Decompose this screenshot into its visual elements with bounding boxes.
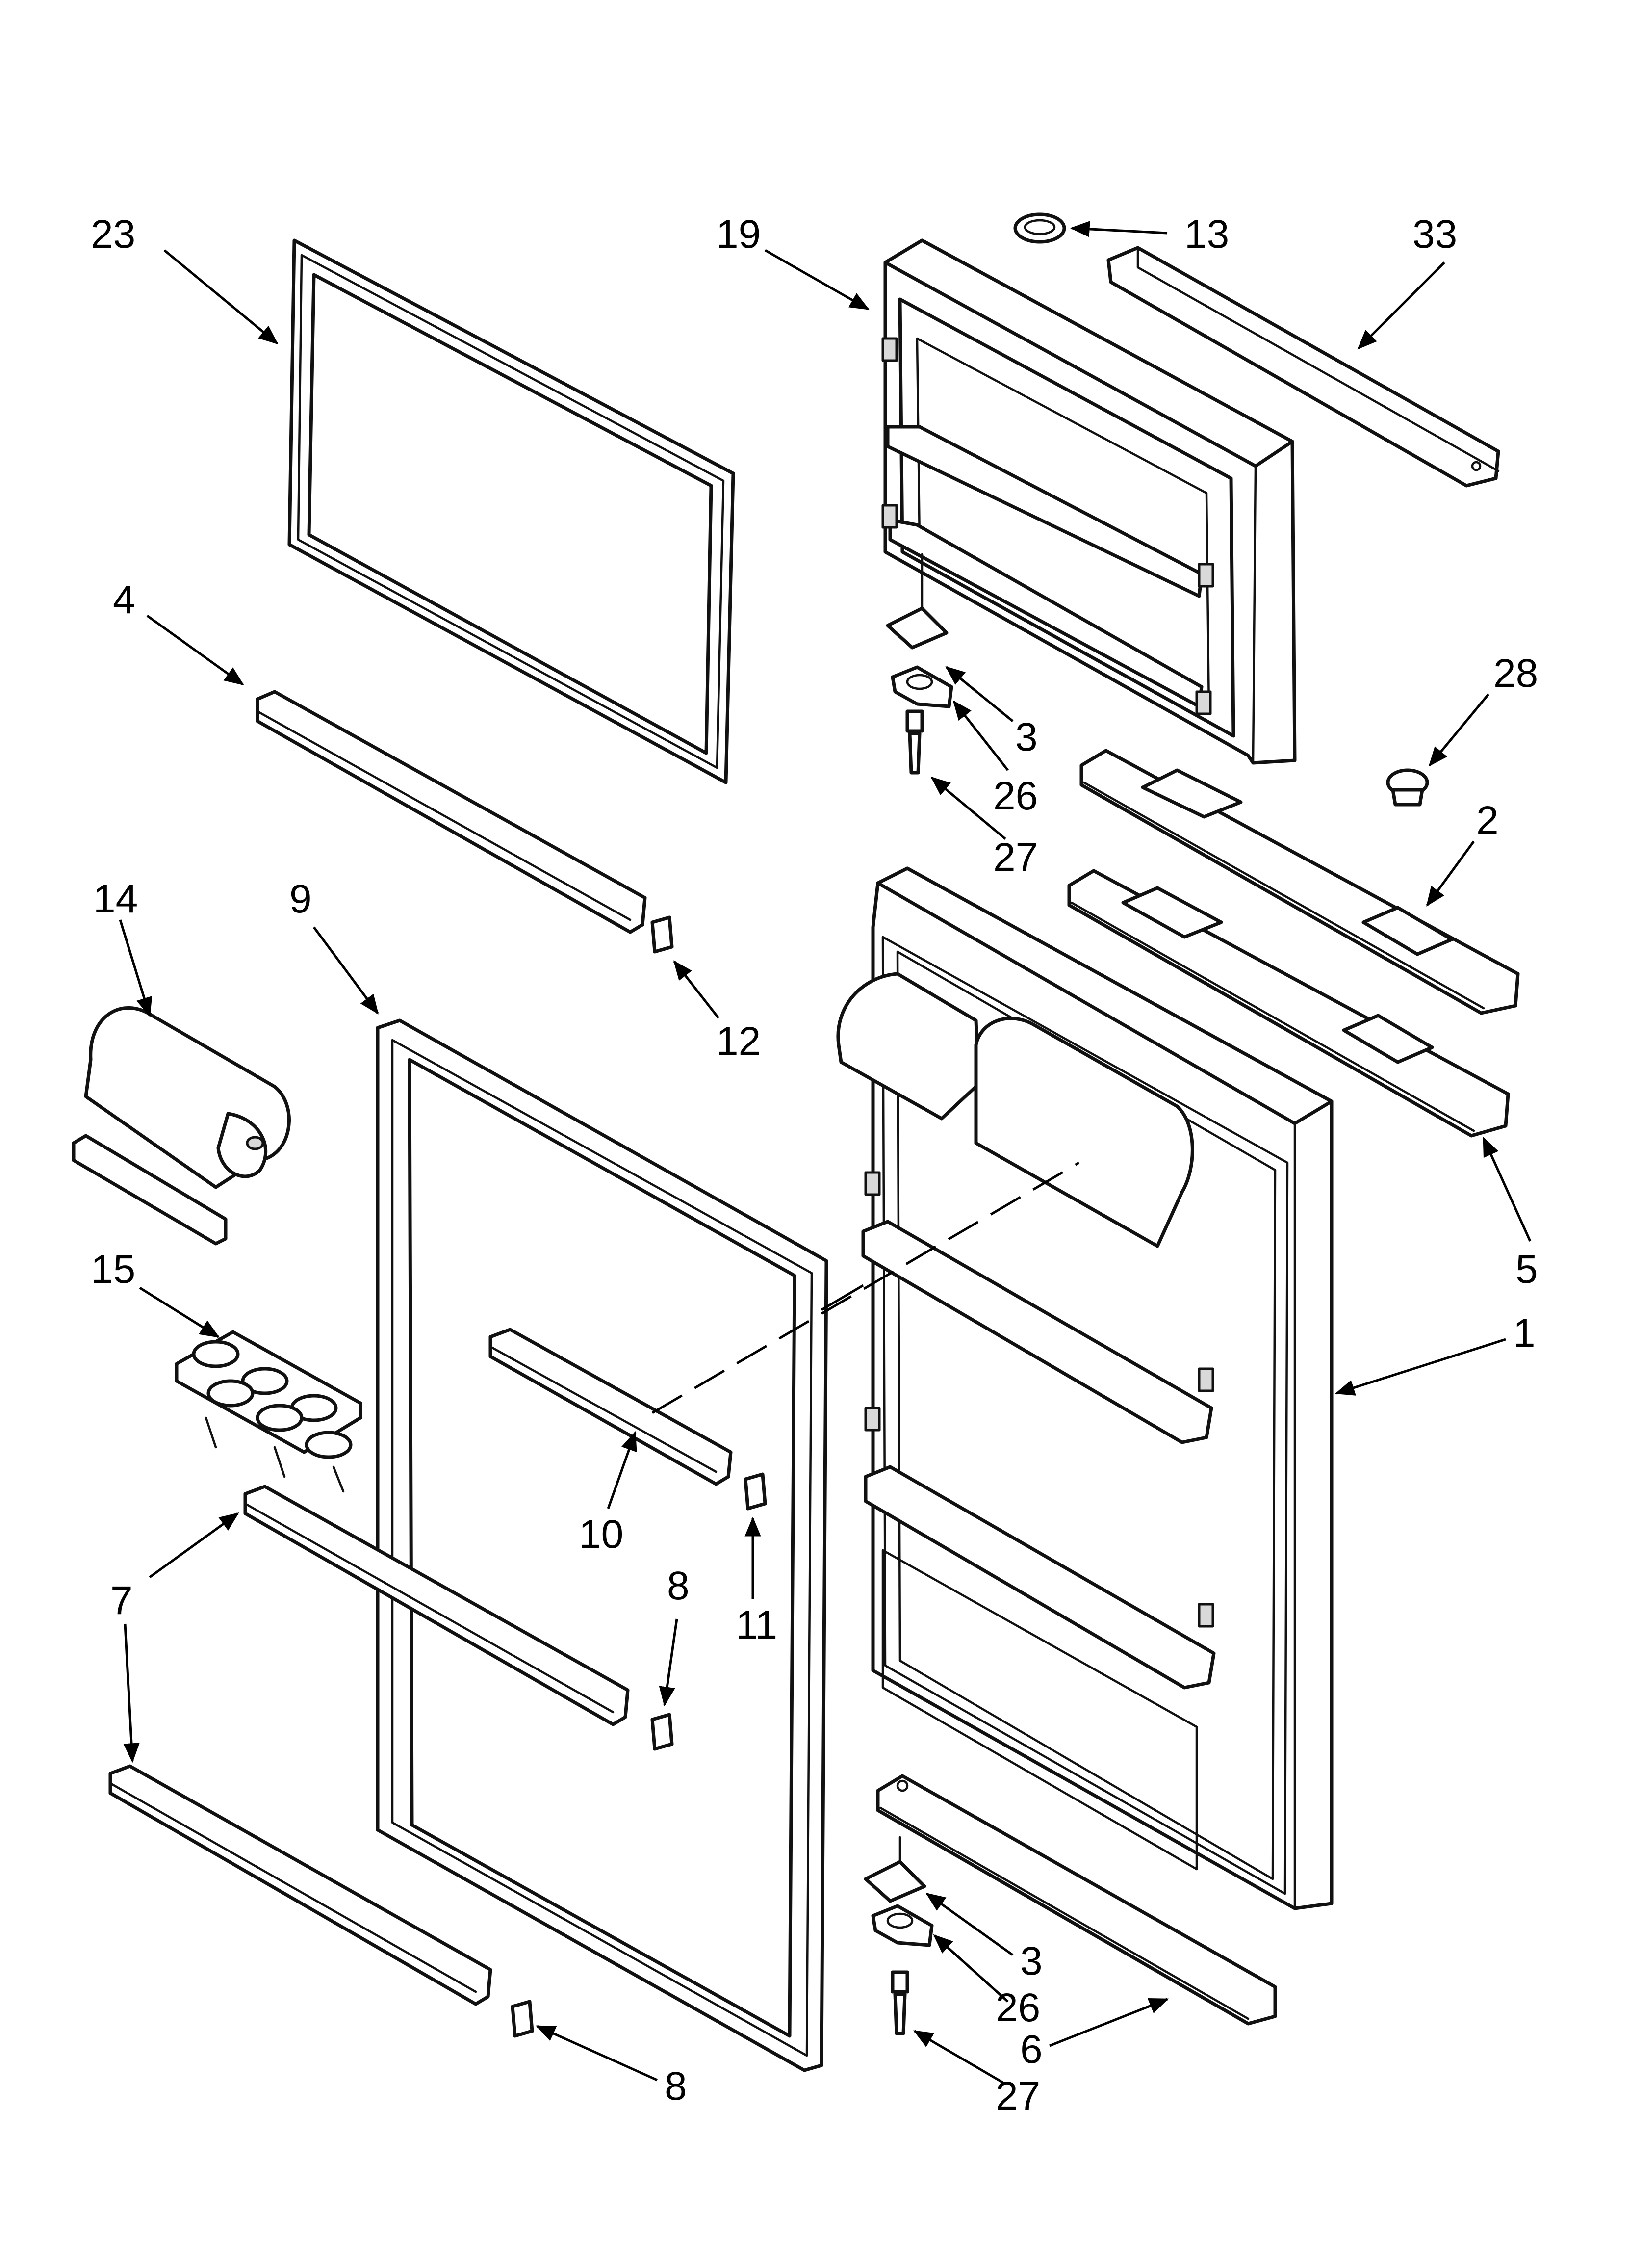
callout-1: 1 — [1513, 1311, 1536, 1356]
callout-27-upper: 27 — [993, 835, 1038, 880]
part-13-plug — [1013, 212, 1066, 244]
part-28-plug — [1386, 768, 1429, 807]
callout-7: 7 — [110, 1578, 133, 1623]
part-8-end-caps — [511, 1713, 674, 2038]
callout-27-lower: 27 — [996, 2074, 1040, 2118]
callout-3-upper: 3 — [1015, 715, 1038, 759]
part-19-freezer-door — [881, 238, 1297, 765]
part-7-shelves — [108, 1485, 630, 2006]
part-12-end-cap — [650, 915, 674, 954]
callout-labels: 23 19 13 33 4 28 3 26 27 2 14 9 12 5 15 … — [91, 212, 1538, 2118]
part-5-handle — [1067, 869, 1510, 1138]
upper-hinge-assembly — [886, 553, 953, 775]
callout-4: 4 — [113, 577, 135, 622]
callout-6: 6 — [1020, 2027, 1043, 2072]
leader-lines — [119, 221, 1532, 2084]
callout-2: 2 — [1476, 798, 1499, 843]
callout-9: 9 — [289, 877, 312, 921]
callout-26-lower: 26 — [996, 1985, 1040, 2030]
callout-19: 19 — [716, 212, 761, 257]
part-4-freezer-shelf — [256, 690, 647, 934]
callout-26-upper: 26 — [993, 774, 1038, 818]
callout-15: 15 — [91, 1247, 135, 1292]
callout-28: 28 — [1493, 651, 1538, 696]
part-2-handle — [1079, 749, 1520, 1015]
callout-14: 14 — [93, 877, 138, 921]
callout-8-lower: 8 — [665, 2064, 687, 2109]
callout-13: 13 — [1184, 212, 1229, 257]
part-11-end-cap — [744, 1472, 767, 1511]
part-1-fresh-food-door — [836, 866, 1334, 1910]
part-15-egg-tray — [175, 1330, 362, 1493]
part-23-freezer-gasket — [287, 238, 735, 784]
part-14-dairy-door — [72, 1006, 291, 1246]
part-6-bottom-trim — [876, 1774, 1277, 2026]
callout-8-upper: 8 — [667, 1564, 690, 1608]
part-33-top-trim — [1106, 246, 1500, 488]
callout-3-lower: 3 — [1020, 1939, 1043, 1983]
part-9-fresh-food-gasket — [376, 1018, 828, 2072]
lower-hinge-assembly — [864, 1836, 934, 2035]
callout-11: 11 — [736, 1603, 777, 1647]
part-10-door-shelf — [488, 1328, 733, 1486]
callout-33: 33 — [1412, 212, 1457, 257]
callout-10: 10 — [579, 1512, 623, 1557]
callout-23: 23 — [91, 212, 135, 257]
callout-5: 5 — [1515, 1247, 1538, 1292]
callout-12: 12 — [716, 1019, 761, 1064]
